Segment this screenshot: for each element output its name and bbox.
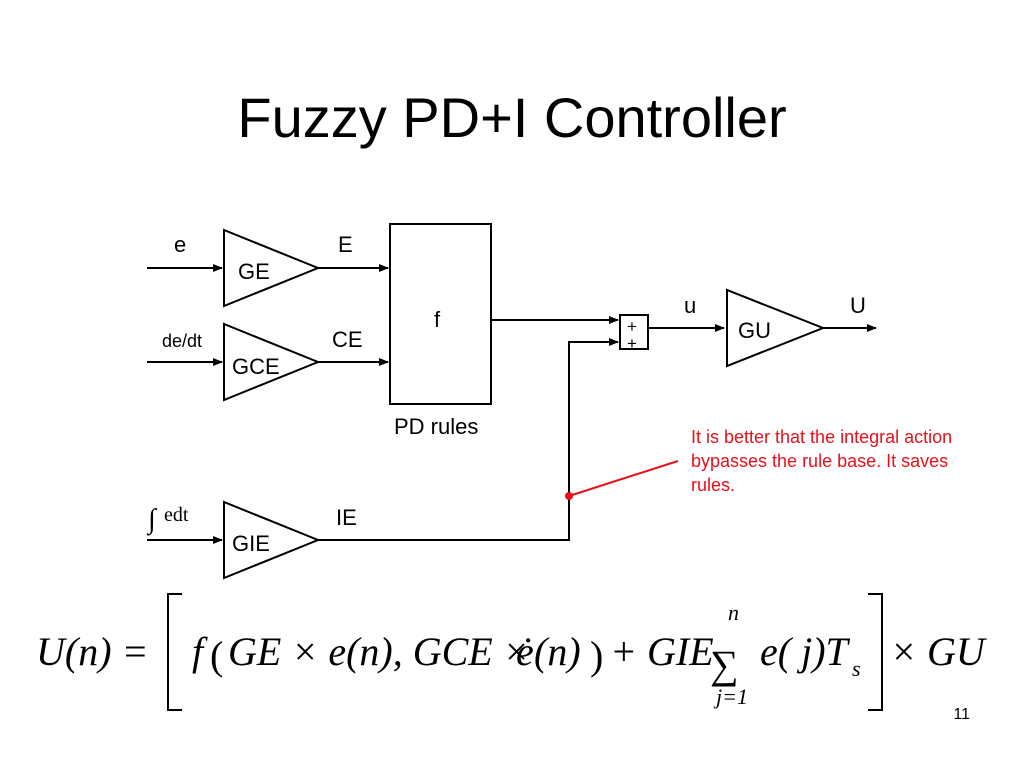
- eq-close-paren: ): [590, 633, 603, 678]
- summer-plus-bottom: +: [627, 334, 637, 353]
- eq-lhs: U(n) =: [36, 629, 149, 674]
- eq-e-dot: ė: [516, 629, 534, 674]
- annotation-dot: [565, 492, 573, 500]
- eq-sum-lower: j=1: [713, 684, 748, 709]
- eq-summand-sub: s: [852, 656, 861, 681]
- wire-IE-bypass: [318, 338, 619, 541]
- gain-ge-label: GE: [238, 259, 270, 284]
- rule-base-caption: PD rules: [394, 414, 478, 439]
- label-IE: IE: [336, 505, 357, 530]
- eq-plus-gie: + GIE: [610, 629, 714, 674]
- gain-gie-triangle: [223, 500, 321, 580]
- eq-f: f: [192, 629, 208, 674]
- annotation-pointer: [568, 460, 679, 497]
- label-dedt: de/dt: [162, 331, 202, 351]
- eq-open-paren: (: [210, 633, 223, 678]
- gain-ge-triangle: [223, 228, 321, 308]
- eq-times-gu: × GU: [890, 629, 988, 674]
- summer-plus-top: +: [627, 317, 637, 336]
- eq-summand: e( j)T: [760, 629, 851, 674]
- gain-gu-label: GU: [738, 318, 771, 343]
- summing-junction: [619, 314, 649, 350]
- label-integral-symbol: ∫: [146, 504, 158, 536]
- eq-term1-end: (n): [534, 629, 581, 674]
- rule-base-f-label: f: [434, 307, 441, 332]
- slide-title: Fuzzy PD+I Controller: [237, 86, 787, 149]
- label-integral-text: edt: [164, 504, 189, 526]
- gain-gu-triangle: [726, 288, 826, 368]
- annotation-note: It is better that the integral action by…: [691, 427, 953, 495]
- gain-gce-triangle: [223, 322, 321, 402]
- label-u: u: [684, 293, 696, 318]
- eq-left-bracket: [167, 593, 182, 711]
- eq-sum-symbol: ∑: [710, 642, 739, 687]
- control-law-equation: U(n) = f ( GE × e(n), GCE × ė (n) ) + GI…: [36, 593, 988, 711]
- page-number: 11: [953, 706, 970, 723]
- eq-right-bracket: [868, 593, 883, 711]
- label-U: U: [850, 293, 866, 318]
- eq-sum-upper: n: [728, 600, 739, 625]
- label-E: E: [338, 232, 353, 257]
- eq-term1: GE × e(n), GCE ×: [228, 629, 530, 674]
- label-e: e: [174, 232, 186, 257]
- gain-gce-label: GCE: [232, 354, 280, 379]
- rule-base-block: [389, 223, 492, 405]
- label-CE: CE: [332, 327, 363, 352]
- gain-gie-label: GIE: [232, 531, 270, 556]
